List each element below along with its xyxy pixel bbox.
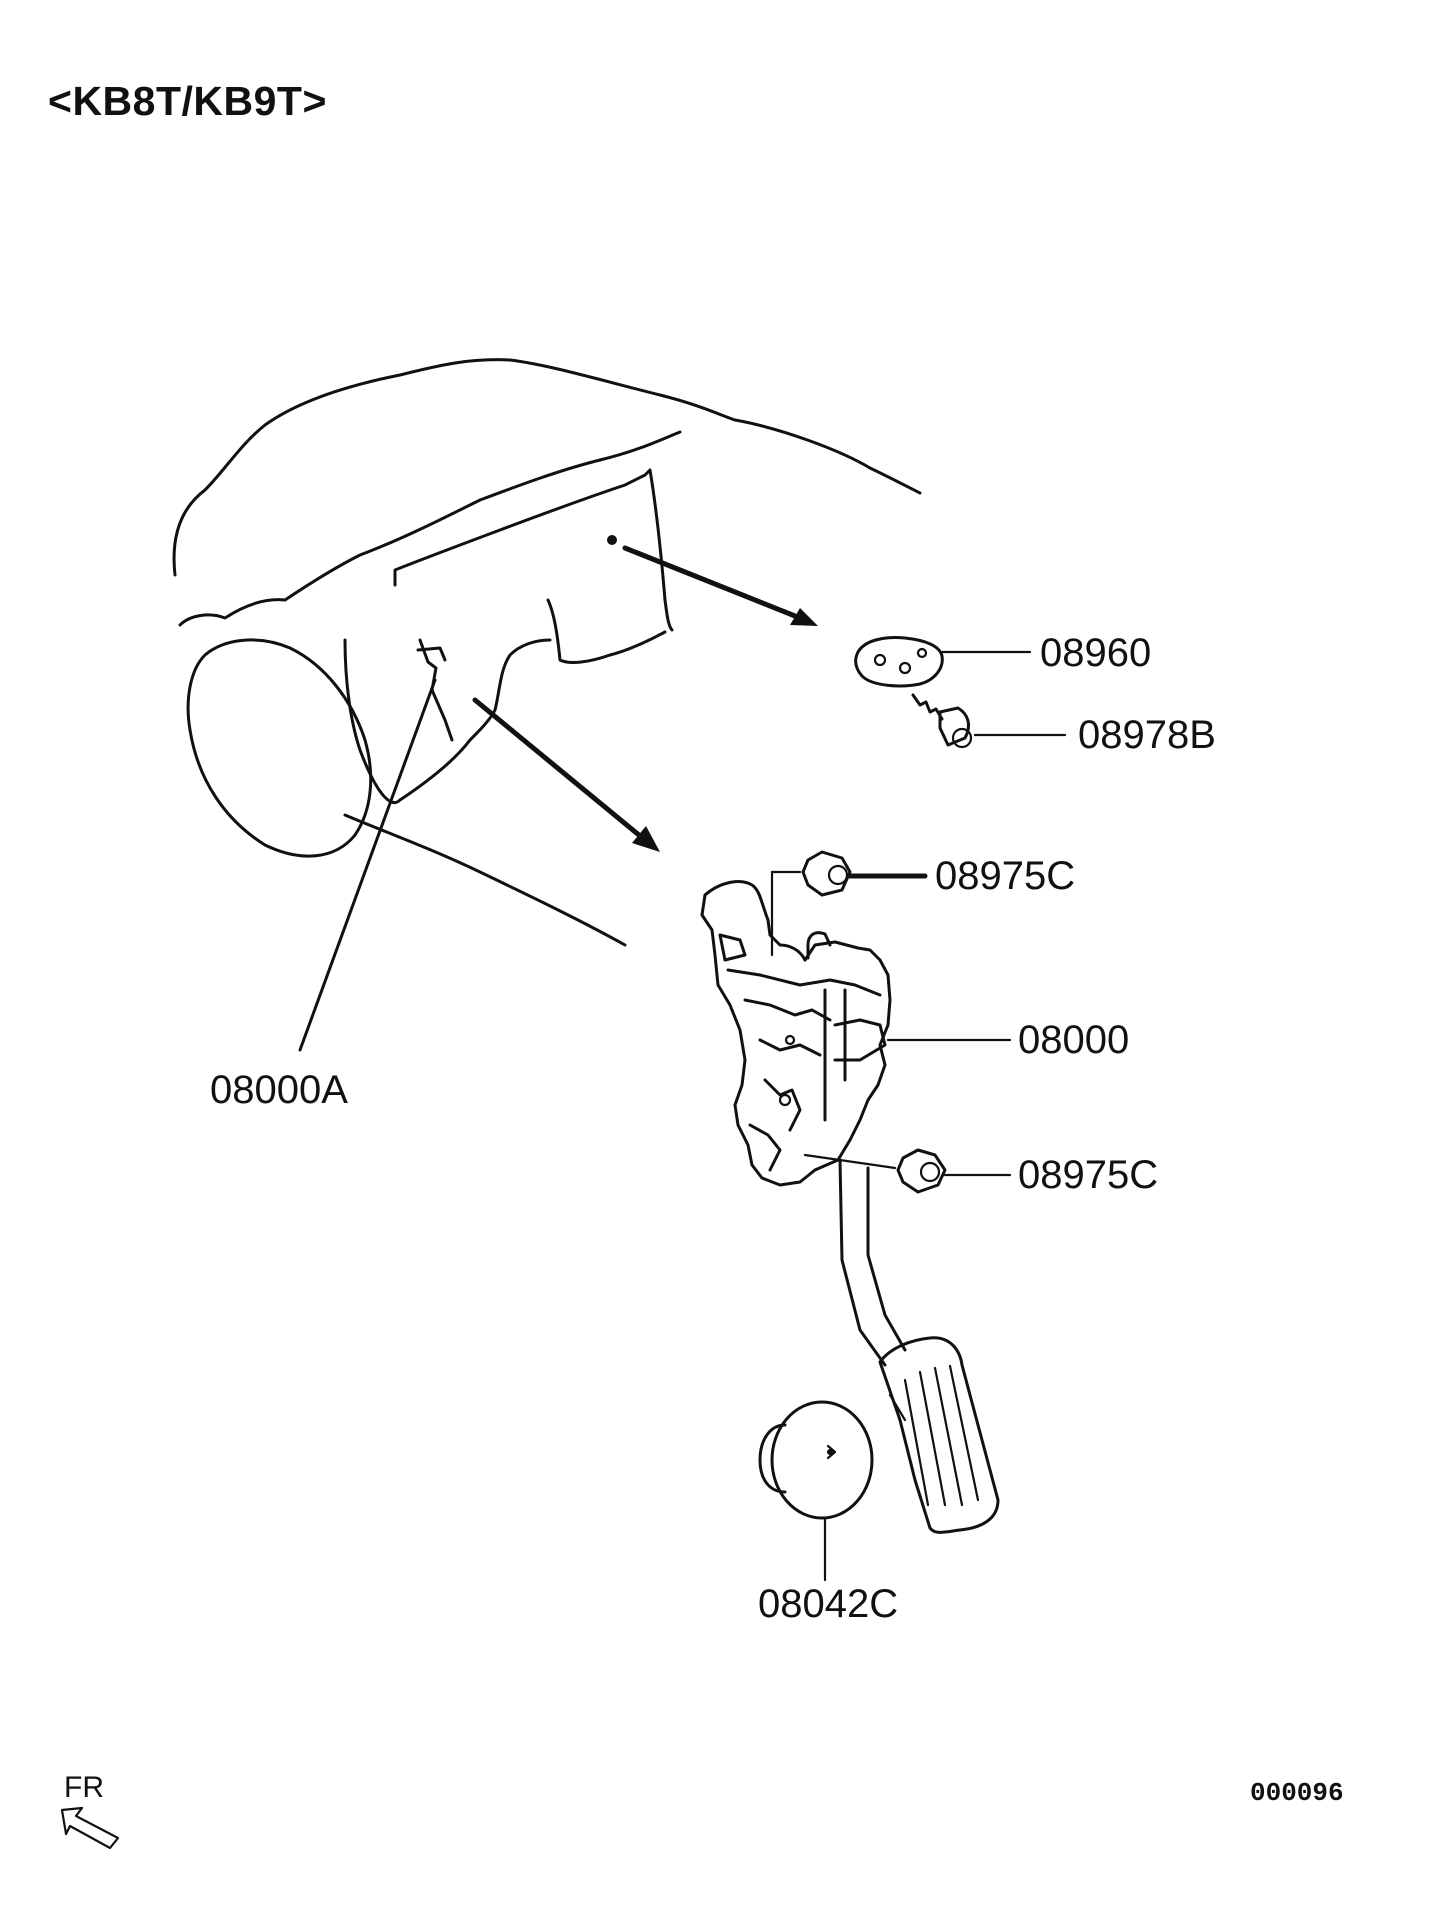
part-label-08975c-upper: 08975C <box>935 854 1075 898</box>
figure-code: 000096 <box>1250 1778 1344 1808</box>
part-08000a-leader <box>298 678 437 1052</box>
diagram-title: <KB8T/KB9T> <box>48 78 327 124</box>
part-label-08978b: 08978B <box>1078 713 1216 757</box>
front-direction-indicator: FR <box>60 1771 120 1850</box>
part-08042c-stopper <box>758 1400 874 1582</box>
dashboard-outline <box>172 358 922 947</box>
front-arrow-icon <box>60 1806 120 1850</box>
part-08960-bracket <box>854 636 1032 688</box>
part-label-08975c-lower: 08975C <box>1018 1153 1158 1197</box>
part-label-08000: 08000 <box>1018 1018 1129 1062</box>
part-08975c-nut-lower <box>803 1148 1012 1194</box>
part-08975c-nut-upper <box>770 850 928 957</box>
part-label-08042c: 08042C <box>758 1582 898 1626</box>
assembly-arrows <box>416 535 818 852</box>
part-08978b-bolt <box>911 693 1067 749</box>
part-08000-pedal-assembly <box>700 880 1012 1534</box>
front-label: FR <box>64 1771 104 1804</box>
part-label-08960: 08960 <box>1040 631 1151 675</box>
part-label-08000a: 08000A <box>210 1068 348 1112</box>
